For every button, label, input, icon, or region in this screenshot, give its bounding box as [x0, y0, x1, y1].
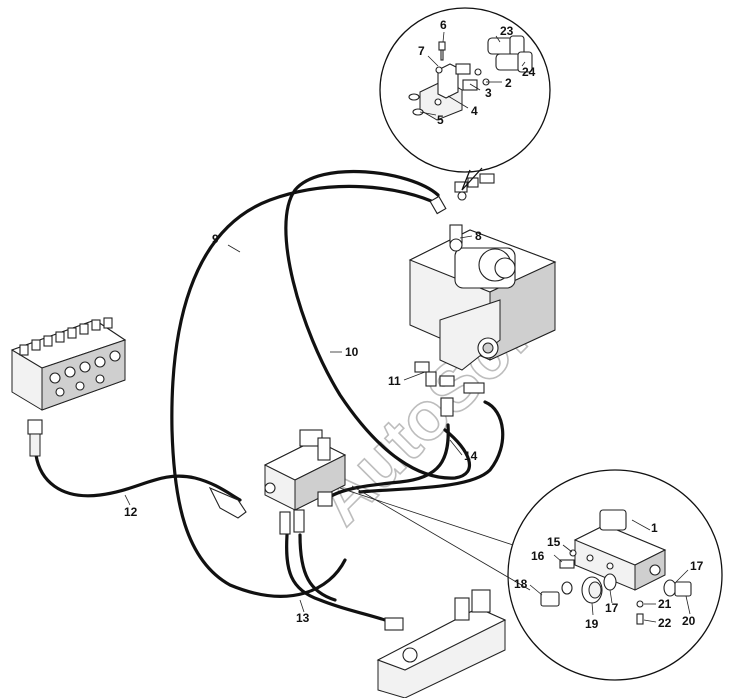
callout-9: 9	[212, 232, 219, 246]
callout-5: 5	[437, 113, 444, 127]
callout-2: 2	[505, 76, 512, 90]
callout-11: 11	[388, 374, 401, 388]
detail-bubble-top	[379, 7, 551, 191]
callout-16: 16	[531, 549, 545, 563]
callout-labels: 6 23 7 24 2 3 4 5 8 9 10 11 14 12 13 1 1…	[124, 18, 704, 631]
callout-14: 14	[464, 449, 478, 463]
hose-14	[323, 423, 450, 502]
callout-23: 23	[500, 24, 514, 38]
leader-lines	[124, 31, 691, 623]
callout-1: 1	[651, 521, 658, 535]
top-fittings	[429, 173, 495, 215]
hose-13	[285, 533, 387, 622]
hose-9	[170, 184, 442, 598]
callout-21: 21	[658, 597, 672, 611]
hose-14b	[358, 400, 505, 494]
callout-12: 12	[124, 505, 138, 519]
callout-3: 3	[485, 86, 492, 100]
callout-22: 22	[658, 616, 672, 630]
callout-10: 10	[345, 345, 359, 359]
callout-8: 8	[475, 229, 482, 243]
callout-7: 7	[418, 44, 425, 58]
callout-15: 15	[547, 535, 561, 549]
hose-12	[34, 453, 242, 502]
callout-19: 19	[585, 617, 599, 631]
fittings-11	[414, 361, 485, 417]
callout-20: 20	[682, 614, 696, 628]
callout-17b: 17	[605, 601, 619, 615]
callout-6: 6	[440, 18, 447, 32]
hose-13b	[298, 533, 337, 602]
detail-bubble-bottom	[339, 469, 723, 681]
lower-cylinder	[376, 589, 507, 698]
callout-4: 4	[471, 104, 478, 118]
hose-10	[284, 169, 472, 480]
callout-13: 13	[296, 611, 310, 625]
control-valve-bank	[10, 317, 127, 457]
callout-24: 24	[522, 65, 536, 79]
callout-18: 18	[514, 577, 528, 591]
manifold-block	[208, 429, 347, 535]
hoses	[34, 169, 505, 622]
callout-17a: 17	[690, 559, 704, 573]
pump-unit	[408, 224, 557, 371]
